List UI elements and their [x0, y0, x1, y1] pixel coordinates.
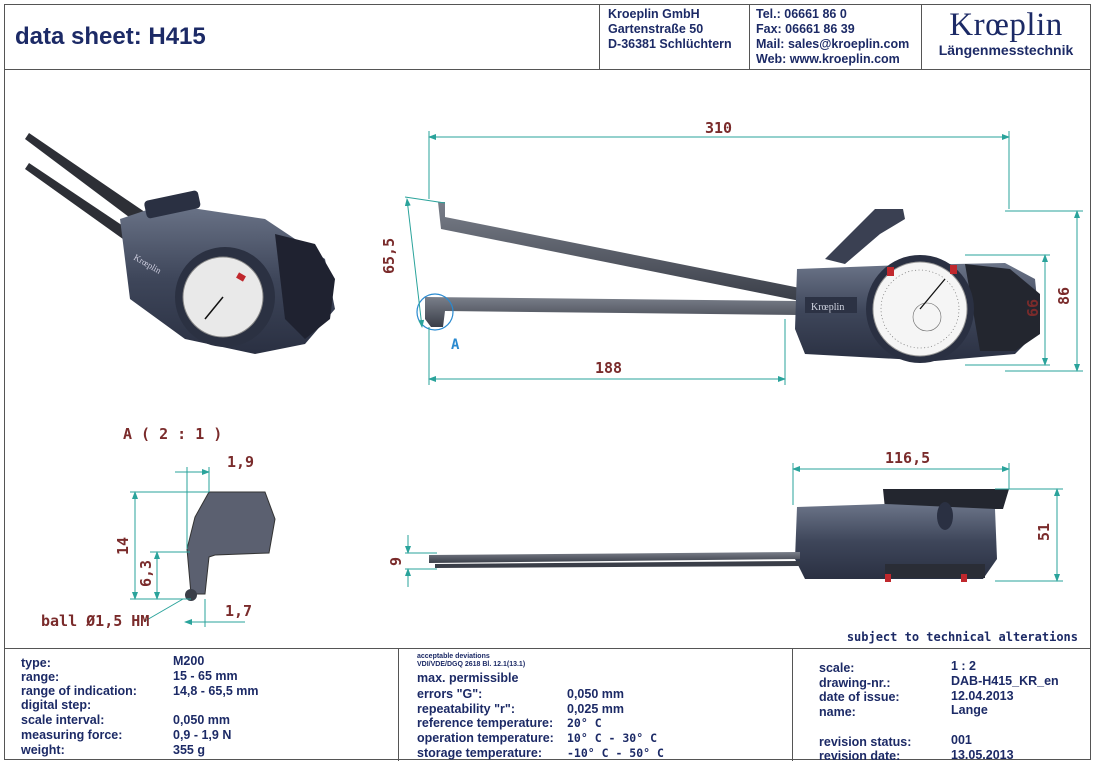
top-view-arm-upper	[429, 552, 800, 563]
dim-body-width: 51	[1035, 523, 1053, 541]
page-title: data sheet: H415	[15, 23, 206, 50]
dim-measuring-depth: 65,5	[380, 238, 398, 274]
spec-value-scale-interval: 0,050 mm	[173, 713, 230, 727]
dim-arm-thickness: 9	[387, 557, 405, 566]
company-name: Kroeplin GmbH	[608, 7, 700, 21]
deviation-header: acceptable deviations	[417, 653, 490, 660]
spec-value-weight: 355 g	[173, 743, 205, 757]
logo-tagline: Längenmesstechnik	[938, 42, 1074, 58]
deviation-column: acceptable deviations VDI/VDE/DGQ 2618 B…	[399, 649, 793, 761]
deviation-value-ref-temp: 20° C	[567, 716, 602, 730]
spec-label-range: range:	[21, 670, 60, 684]
drawing-canvas: Krœplin 310 Krœplin	[25, 119, 1083, 630]
logo-wordmark: Krœplin	[949, 7, 1063, 43]
deviation-label-op-temp: operation temperature:	[417, 731, 554, 745]
top-view-bezel	[885, 564, 985, 578]
upper-arm	[438, 202, 805, 301]
dim-total-height: 86	[1055, 287, 1073, 305]
lower-arm	[425, 297, 800, 327]
ball-label: ball Ø1,5 HM	[41, 612, 149, 630]
spec-value-force: 0,9 - 1,9 N	[173, 728, 232, 742]
contact-tel: Tel.: 06661 86 0	[756, 7, 847, 21]
dim-body-length: 116,5	[885, 449, 930, 467]
deviation-standard: VDI/VDE/DGQ 2618 Bl. 12.1(13.1)	[417, 661, 526, 668]
detail-a-label: A	[451, 337, 460, 353]
top-view: 116,5 9 51	[387, 449, 1063, 587]
dim-tip-width: 1,9	[227, 453, 254, 471]
dim-arm-length: 188	[595, 359, 622, 377]
deviation-label-ref-temp: reference temperature:	[417, 716, 554, 730]
dim-tip-height: 14	[114, 537, 132, 555]
footer-specs: type: range: range of indication: digita…	[5, 648, 1090, 763]
deviation-label-errors: errors "G":	[417, 687, 483, 701]
technical-drawing: Krœplin 310 Krœplin	[5, 69, 1090, 649]
info-label-scale: scale:	[819, 661, 855, 675]
drawing-info-column: scale: drawing-nr.: date of issue: name:…	[793, 649, 1090, 763]
spec-label-scale-interval: scale interval:	[21, 713, 105, 727]
deviation-label-storage-temp: storage temperature:	[417, 746, 543, 760]
dim-dial-diameter: 66	[1024, 299, 1042, 317]
spec-column: type: range: range of indication: digita…	[5, 649, 399, 761]
dial-needle	[919, 278, 946, 310]
detail-tip-shape	[186, 491, 276, 595]
company-address: Kroeplin GmbH Gartenstraße 50 D-36381 Sc…	[599, 5, 749, 69]
company-city: D-36381 Schlüchtern	[608, 37, 732, 51]
company-street: Gartenstraße 50	[608, 22, 704, 36]
deviation-value-errors: 0,050 mm	[567, 687, 624, 701]
deviation-value-op-temp: 10° C - 30° C	[567, 731, 658, 745]
contact-fax: Fax: 06661 86 39	[756, 22, 855, 36]
spec-label-type: type:	[21, 656, 51, 670]
spec-value-range: 15 - 65 mm	[173, 669, 238, 683]
side-brand-text: Krœplin	[811, 302, 844, 313]
company-contact: Tel.: 06661 86 0 Fax: 06661 86 39 Mail: …	[749, 5, 921, 69]
spec-value-indication: 14,8 - 65,5 mm	[173, 684, 259, 698]
deviation-value-repeatability: 0,025 mm	[567, 702, 624, 716]
info-value-date-issue: 12.04.2013	[951, 689, 1014, 703]
deviation-heading: max. permissible	[417, 671, 519, 685]
info-value-name: Lange	[951, 703, 988, 717]
info-value-scale: 1 : 2	[951, 659, 977, 673]
dim-tip-offset: 1,7	[225, 602, 252, 620]
spec-label-digital-step: digital step:	[21, 698, 92, 712]
alterations-note: subject to technical alterations	[846, 630, 1078, 644]
sheet-frame: data sheet: H415 Kroeplin GmbH Gartenstr…	[4, 4, 1091, 763]
spec-label-indication: range of indication:	[21, 684, 137, 698]
info-label-revision-date: revision date:	[819, 749, 901, 763]
perspective-view: Krœplin	[25, 133, 335, 354]
contact-web[interactable]: Web: www.kroeplin.com	[756, 52, 900, 66]
dim-overall-length: 310	[705, 119, 732, 137]
info-value-drawing-nr: DAB-H415_KR_en	[951, 674, 1059, 688]
info-label-name: name:	[819, 705, 856, 719]
deviation-value-storage-temp: -10° C - 50° C	[567, 746, 664, 760]
detail-a-title: A ( 2 : 1 )	[123, 425, 222, 443]
info-label-revision-status: revision status:	[819, 735, 912, 749]
deviation-label-repeatability: repeatability "r":	[417, 702, 515, 716]
spec-label-force: measuring force:	[21, 728, 123, 742]
spec-label-weight: weight:	[21, 743, 65, 757]
detail-a-view: A ( 2 : 1 ) 1,9 14 6,3 1	[41, 425, 276, 630]
dim-tip-reach: 6,3	[137, 560, 155, 587]
side-view: 310 Krœplin	[380, 119, 1083, 385]
spec-value-type: M200	[173, 654, 205, 668]
info-label-date-issue: date of issue:	[819, 690, 900, 704]
top-view-arm-lower	[435, 561, 800, 568]
company-logo: Krœplin Längenmesstechnik	[921, 5, 1090, 69]
header: data sheet: H415 Kroeplin GmbH Gartenstr…	[5, 5, 1090, 70]
contact-mail[interactable]: Mail: sales@kroeplin.com	[756, 37, 910, 51]
info-label-drawing-nr: drawing-nr.:	[819, 676, 891, 690]
info-value-revision-status: 001	[951, 733, 972, 747]
info-value-revision-date: 13.05.2013	[951, 748, 1014, 762]
